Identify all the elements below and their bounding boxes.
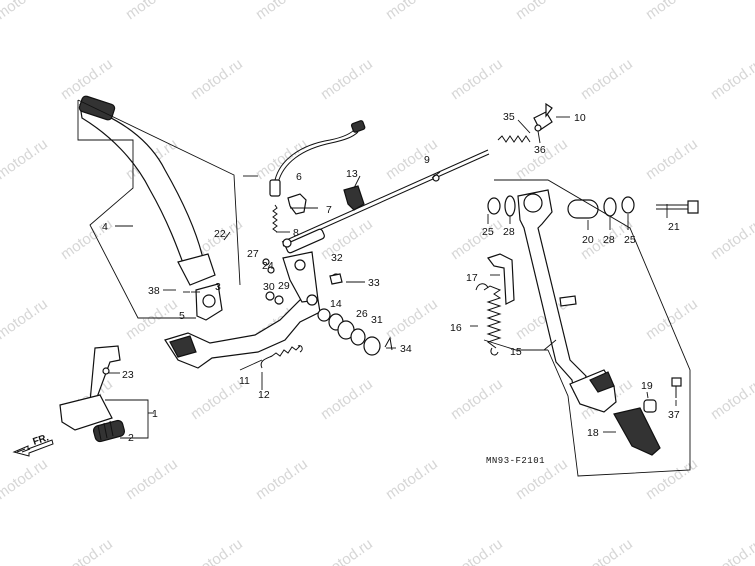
callout-14: 14 — [330, 298, 342, 310]
diagram-code: MN93-F2101 — [486, 456, 545, 466]
watermark-text: motod.ru — [253, 455, 311, 503]
callout-17: 17 — [466, 272, 478, 284]
kick-starter-arm — [78, 95, 223, 321]
pivot-shaft — [567, 196, 699, 219]
callout-23: 23 — [122, 369, 134, 381]
watermark-text: motod.ru — [578, 55, 636, 103]
gearshift-pedal — [59, 345, 154, 443]
pedal-pad — [613, 377, 682, 456]
brake-rod — [281, 135, 531, 254]
stopper-13 — [343, 185, 365, 211]
watermark-text: motod.ru — [383, 0, 441, 23]
callout-16: 16 — [450, 322, 462, 334]
watermark-text: motod.ru — [0, 135, 51, 183]
callout-8: 8 — [293, 227, 299, 239]
watermark-text: motod.ru — [448, 55, 506, 103]
callout-27: 27 — [247, 248, 259, 260]
callout-12: 12 — [258, 389, 270, 401]
brake-switch — [269, 120, 366, 215]
watermark-text: motod.ru — [708, 535, 755, 566]
callout-13: 13 — [346, 168, 358, 180]
callout-36: 36 — [534, 144, 546, 156]
watermark-text: motod.ru — [318, 55, 376, 103]
watermark-text: motod.ru — [383, 135, 441, 183]
adjusting-nut — [533, 102, 553, 132]
brake-pedal — [164, 251, 321, 369]
callout-1: 1 — [152, 408, 158, 420]
watermark-text: motod.ru — [123, 455, 181, 503]
front-arrow — [12, 439, 54, 457]
watermark-text: motod.ru — [318, 375, 376, 423]
callout-28-left: 28 — [503, 226, 515, 238]
callout-25-right: 25 — [624, 234, 636, 246]
callout-38: 38 — [148, 285, 160, 297]
rear-brake-arm — [487, 189, 617, 413]
watermark-text: motod.ru — [448, 375, 506, 423]
callout-11: 11 — [239, 375, 250, 387]
watermark-text: motod.ru — [188, 535, 246, 566]
callout-35: 35 — [503, 111, 515, 123]
callout-2: 2 — [128, 432, 134, 444]
watermark-text: motod.ru — [513, 135, 571, 183]
callout-26: 26 — [356, 308, 368, 320]
callout-lines — [77, 99, 241, 319]
callout-24: 24 — [262, 260, 274, 272]
callout-32: 32 — [331, 252, 343, 264]
watermark-text: motod.ru — [318, 535, 376, 566]
watermark-text: motod.ru — [643, 295, 701, 343]
callout-4: 4 — [102, 221, 108, 233]
watermark-text: motod.ru — [708, 215, 755, 263]
watermark-text: motod.ru — [0, 0, 51, 23]
watermark-text: motod.ru — [253, 135, 311, 183]
watermark-text: motod.ru — [513, 0, 571, 23]
watermark-text: motod.ru — [383, 295, 441, 343]
callout-29: 29 — [278, 280, 290, 292]
watermark-text: motod.ru — [188, 55, 246, 103]
callout-19: 19 — [641, 380, 653, 392]
watermark-text: motod.ru — [643, 455, 701, 503]
callout-31: 31 — [371, 314, 383, 326]
callout-7: 7 — [326, 204, 332, 216]
front-label: FR. — [32, 432, 51, 448]
watermark-text: motod.ru — [383, 455, 441, 503]
callout-6: 6 — [296, 171, 302, 183]
watermark-text: motod.ru — [123, 295, 181, 343]
watermark-text: motod.ru — [253, 0, 311, 23]
watermark-text: motod.ru — [578, 535, 636, 566]
watermark-text: motod.ru — [0, 295, 51, 343]
watermark-text: motod.ru — [708, 55, 755, 103]
watermark-text: motod.ru — [123, 0, 181, 23]
leader-lines — [163, 116, 677, 433]
watermark-text: motod.ru — [0, 455, 51, 503]
watermark-text: motod.ru — [188, 375, 246, 423]
callout-34: 34 — [400, 343, 412, 355]
watermark-text: motod.ru — [708, 375, 755, 423]
callout-20: 20 — [582, 234, 594, 246]
callout-3: 3 — [215, 281, 221, 293]
callout-labels: 1 2 3 4 5 6 7 8 9 10 11 12 13 14 15 16 1… — [102, 111, 680, 444]
spring-hook — [487, 253, 515, 305]
return-springs — [260, 204, 502, 369]
pivot-hardware — [262, 258, 393, 356]
callout-28-right: 28 — [603, 234, 615, 246]
callout-25-left: 25 — [482, 226, 494, 238]
callout-5: 5 — [179, 310, 185, 322]
callout-22: 22 — [214, 228, 226, 240]
callout-37: 37 — [668, 409, 680, 421]
watermark-text: motod.ru — [58, 535, 116, 566]
watermark-text: motod.ru — [643, 0, 701, 23]
callout-30: 30 — [263, 281, 275, 293]
watermark-text: motod.ru — [643, 135, 701, 183]
callout-21: 21 — [668, 221, 680, 233]
callout-15: 15 — [510, 346, 522, 358]
callout-33: 33 — [368, 277, 380, 289]
watermark-text: motod.ru — [448, 535, 506, 566]
callout-9: 9 — [424, 154, 430, 166]
assembly-boundary — [483, 179, 691, 477]
callout-10: 10 — [574, 112, 586, 124]
callout-18: 18 — [587, 427, 599, 439]
